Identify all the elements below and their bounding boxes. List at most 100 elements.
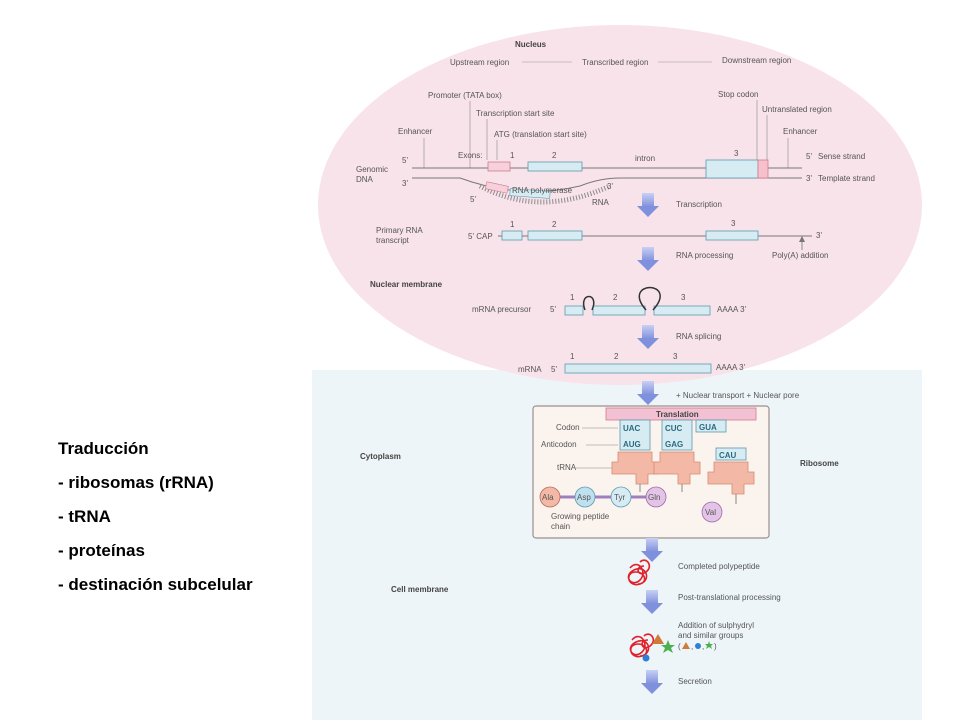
stop-codon-label: Stop codon [718,90,758,99]
group-symbols-legend: ( , , ) [678,641,717,651]
enhancer-right-label: Enhancer [783,127,818,136]
nuclear-transport-label: + Nuclear transport + Nuclear pore [676,391,800,400]
genomic-dna-label-1: Genomic [356,165,388,174]
codon-label: Codon [556,423,580,432]
growing-chain-label-2: chain [551,522,570,531]
intron-label: intron [635,154,655,163]
codon-2: CUC [665,424,683,433]
exon-2-number: 2 [552,151,557,160]
three-prime-primary: 3' [816,231,822,240]
nucleus-label: Nucleus [515,40,547,49]
polya-tail-mrna: AAAA 3' [716,363,746,372]
primary-exon-2: 2 [552,220,557,229]
anticodon-label: Anticodon [541,440,577,449]
transcribed-label: Transcribed region [582,58,648,67]
completed-label: Completed polypeptide [678,562,760,571]
three-prime-right: 3' [806,174,812,183]
exon-1-number: 1 [510,151,515,160]
codon-1: UAC [623,424,641,433]
trna-molecules [611,451,755,495]
aa-asp [574,486,596,508]
three-prime-template: 3' [402,179,408,188]
translation-label: Translation [656,410,699,419]
cap-label: 5' CAP [468,232,493,241]
mrna-exon-2: 2 [614,352,619,361]
addition-label-1: Addition of sulphydryl [678,621,754,630]
secretion-label: Secretion [678,677,712,686]
polya-tail-precursor: AAAA 3' [717,305,747,314]
bullet-trna: - tRNA [58,507,111,526]
codon-group-3: GUA CAU [695,419,747,461]
five-prime-precursor: 5' [550,305,556,314]
tss-label: Transcription start site [476,109,555,118]
primary-exon-3: 3 [731,219,736,228]
primary-label-2: transcript [376,236,410,245]
star-group-icon [661,640,675,653]
three-prime-rna: 3' [607,182,613,191]
intron-loop-large [638,286,661,311]
modified-polypeptide-icon [629,633,655,658]
atg-label: ATG (translation start site) [494,130,587,139]
precursor-exon-1: 1 [570,293,575,302]
aa-val-label: Val [705,508,716,517]
cytoplasm-label: Cytoplasm [360,452,401,461]
polya-label: Poly(A) addition [772,251,828,260]
untranslated-label: Untranslated region [762,105,832,114]
circle-group-icon [642,654,650,662]
five-prime-right: 5' [806,152,812,161]
triangle-group-icon [652,634,664,644]
aa-gln-label: Gln [648,493,660,502]
svg-text:(: ( [678,642,681,651]
five-prime-mrna: 5' [551,365,557,374]
anticodon-2: GAG [665,440,683,449]
aa-ala-label: Ala [542,493,554,502]
transcription-label: Transcription [676,200,722,209]
upstream-label: Upstream region [450,58,509,67]
svg-text:,: , [691,642,693,651]
trna-label: tRNA [557,463,577,472]
enhancer-left-label: Enhancer [398,127,433,136]
promoter-label: Promoter (TATA box) [428,91,502,100]
mrna-label: mRNA [518,365,542,374]
primary-exon-1: 1 [510,220,515,229]
cell-membrane-label: Cell membrane [391,585,449,594]
rna-splicing-label: RNA splicing [676,332,721,341]
intron-loop-small [582,295,595,311]
bullet-destination: - destinación subcelular [58,575,253,594]
genomic-dna-label-2: DNA [356,175,374,184]
svg-text:,: , [702,642,704,651]
polypeptide-icon [627,559,651,586]
exon-3-number: 3 [734,149,739,158]
nucleus-region [318,25,922,385]
bullet-proteins: - proteínas [58,541,145,560]
rna-label: RNA [592,198,610,207]
aa-tyr [610,486,632,508]
mrna-precursor-label: mRNA precursor [472,305,531,314]
downstream-label: Downstream region [722,56,791,65]
sense-strand-label: Sense strand [818,152,865,161]
bullet-ribosomes: - ribosomas (rRNA) [58,473,214,492]
aa-ala [539,486,561,508]
growing-chain-label-1: Growing peptide [551,512,610,521]
mrna-exon-3: 3 [673,352,678,361]
slide-title: Traducción [58,439,149,458]
rna-processing-label: RNA processing [676,251,733,260]
mrna-exon-1: 1 [570,352,575,361]
aa-gln [645,486,667,508]
slide-text: Traducción - ribosomas (rRNA) - tRNA - p… [58,438,253,608]
addition-label-2: and similar groups [678,631,743,640]
codon-3: GUA [699,423,717,432]
five-prime-sense: 5' [402,156,408,165]
aa-val [701,501,723,523]
precursor-exon-2: 2 [613,293,618,302]
nuclear-membrane-label: Nuclear membrane [370,280,443,289]
ribosome-label: Ribosome [800,459,839,468]
codon-group-1: UAC AUG [619,419,651,451]
anticodon-1: AUG [623,440,641,449]
primary-label-1: Primary RNA [376,226,423,235]
codon-group-2: CUC GAG [661,419,693,451]
aa-tyr-label: Tyr [614,493,625,502]
aa-asp-label: Asp [577,493,591,502]
precursor-exon-3: 3 [681,293,686,302]
